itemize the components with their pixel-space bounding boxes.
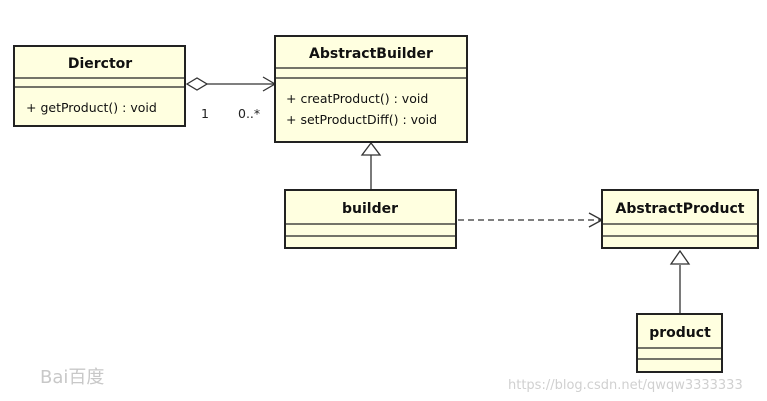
watermark-url: https://blog.csdn.net/qwqw3333333 xyxy=(508,378,743,393)
generalization-triangle xyxy=(360,141,382,156)
class-name: builder xyxy=(342,201,398,217)
operation: + creatProduct() : void xyxy=(286,91,428,106)
class-product[interactable]: product xyxy=(636,313,723,373)
generalization-triangle xyxy=(669,249,691,265)
generalization-product-connector xyxy=(669,249,691,313)
watermark-logo: Bai百度 xyxy=(40,367,104,388)
aggregation-diamond xyxy=(185,77,209,91)
operation: + setProductDiff() : void xyxy=(286,112,437,127)
generalization-builder-connector xyxy=(360,141,382,190)
class-abstract-builder[interactable]: AbstractBuilder + creatProduct() : void … xyxy=(274,35,468,143)
class-director[interactable]: Dierctor + getProduct() : void xyxy=(13,45,186,127)
multiplicity-from-label: 1 xyxy=(201,106,209,121)
class-name: product xyxy=(649,325,711,341)
class-name: Dierctor xyxy=(68,56,132,72)
class-name: AbstractProduct xyxy=(616,201,745,217)
class-name: AbstractBuilder xyxy=(309,46,433,62)
operation: + getProduct() : void xyxy=(26,100,157,115)
multiplicity-to-label: 0..* xyxy=(238,106,260,121)
dependency-connector xyxy=(458,212,604,228)
class-builder[interactable]: builder xyxy=(284,189,457,249)
aggregation-connector: 1 0..* xyxy=(185,76,277,121)
class-abstract-product[interactable]: AbstractProduct xyxy=(601,189,759,249)
